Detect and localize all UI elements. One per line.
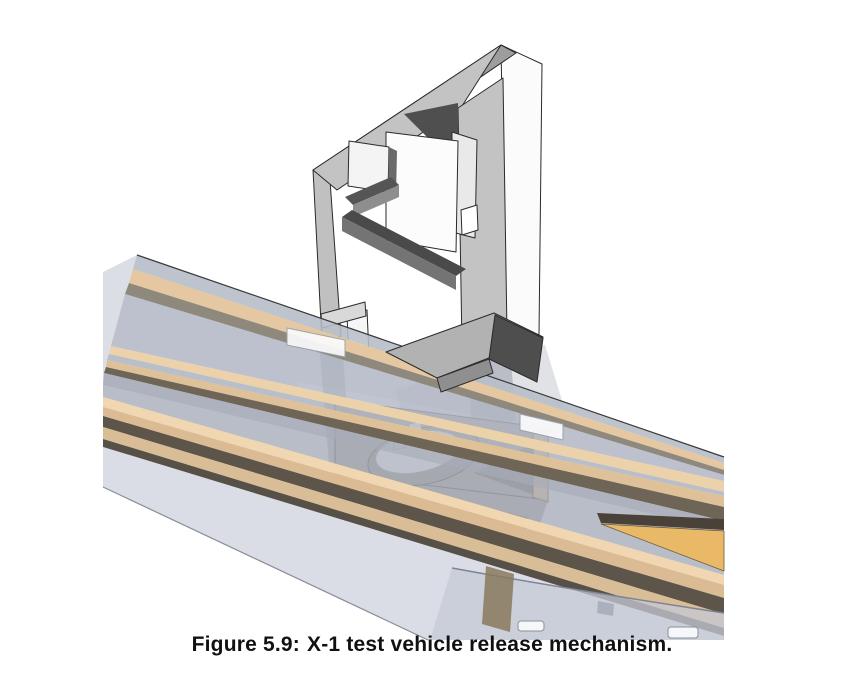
release-mechanism bbox=[312, 44, 544, 393]
wing-structure bbox=[102, 169, 725, 641]
skin-slots bbox=[286, 327, 564, 441]
figure-caption-text: X-1 test vehicle release mechanism. bbox=[307, 633, 673, 656]
column-notch bbox=[460, 204, 479, 236]
cross-shelf-front bbox=[342, 217, 456, 290]
fuselage-bands bbox=[102, 254, 725, 641]
wing-panel-orange bbox=[597, 513, 725, 572]
interior-shelf-small bbox=[345, 177, 399, 205]
figure-label: Figure 5.9: bbox=[191, 633, 300, 656]
mechanism-base-front bbox=[436, 358, 494, 393]
release-plate bbox=[385, 131, 459, 253]
cross-shelf-top bbox=[342, 210, 466, 276]
mechanism-base-underside bbox=[488, 314, 544, 383]
figure-caption: Figure 5.9: X-1 test vehicle release mech… bbox=[0, 633, 864, 657]
lower-web bbox=[482, 566, 514, 632]
mechanism-right-column-white-face bbox=[500, 44, 543, 348]
